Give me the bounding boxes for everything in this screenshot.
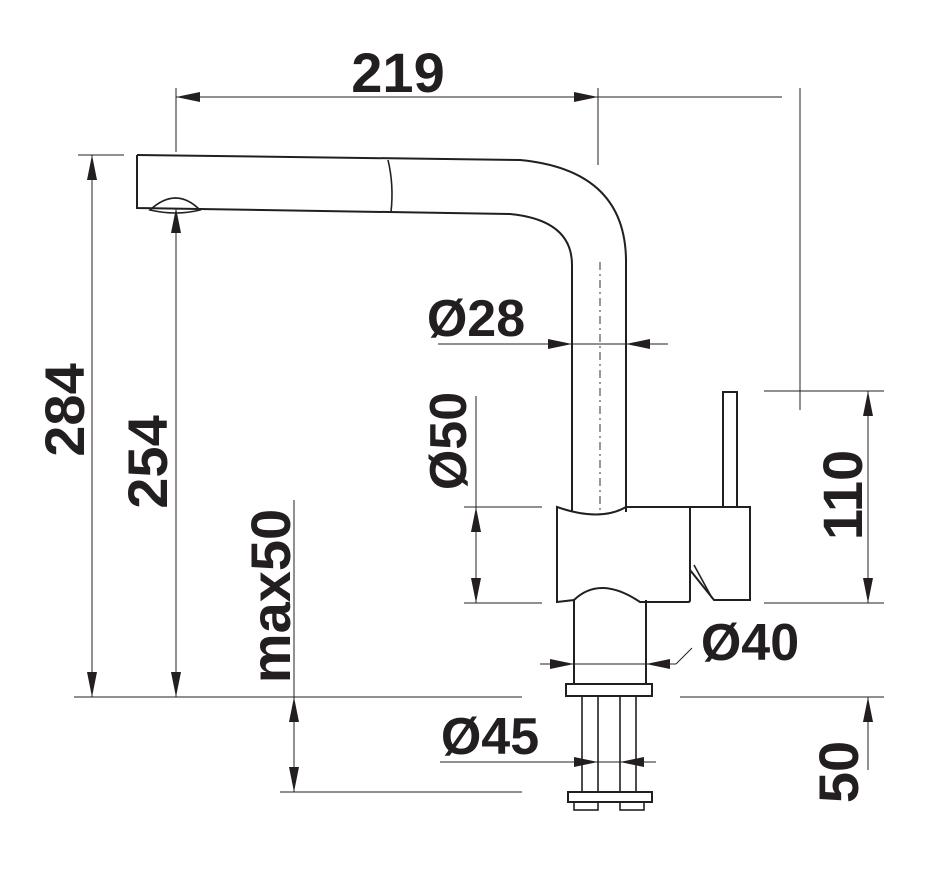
- body-height-label: 110: [811, 450, 874, 540]
- thickness-label: max50: [239, 509, 302, 683]
- dimension-lines: [74, 88, 884, 793]
- faucet-outline: [136, 154, 751, 811]
- total-height-label: 284: [33, 363, 96, 456]
- fixing-length-label: 50: [807, 741, 870, 803]
- width-label: 219: [351, 41, 444, 104]
- base-diameter-label: Ø40: [701, 614, 799, 672]
- outlet-height-label: 254: [116, 415, 179, 508]
- hole-diameter-label: Ø45: [441, 708, 539, 766]
- body-diameter-label: Ø50: [420, 392, 478, 490]
- spout-diameter-label: Ø28: [427, 290, 525, 348]
